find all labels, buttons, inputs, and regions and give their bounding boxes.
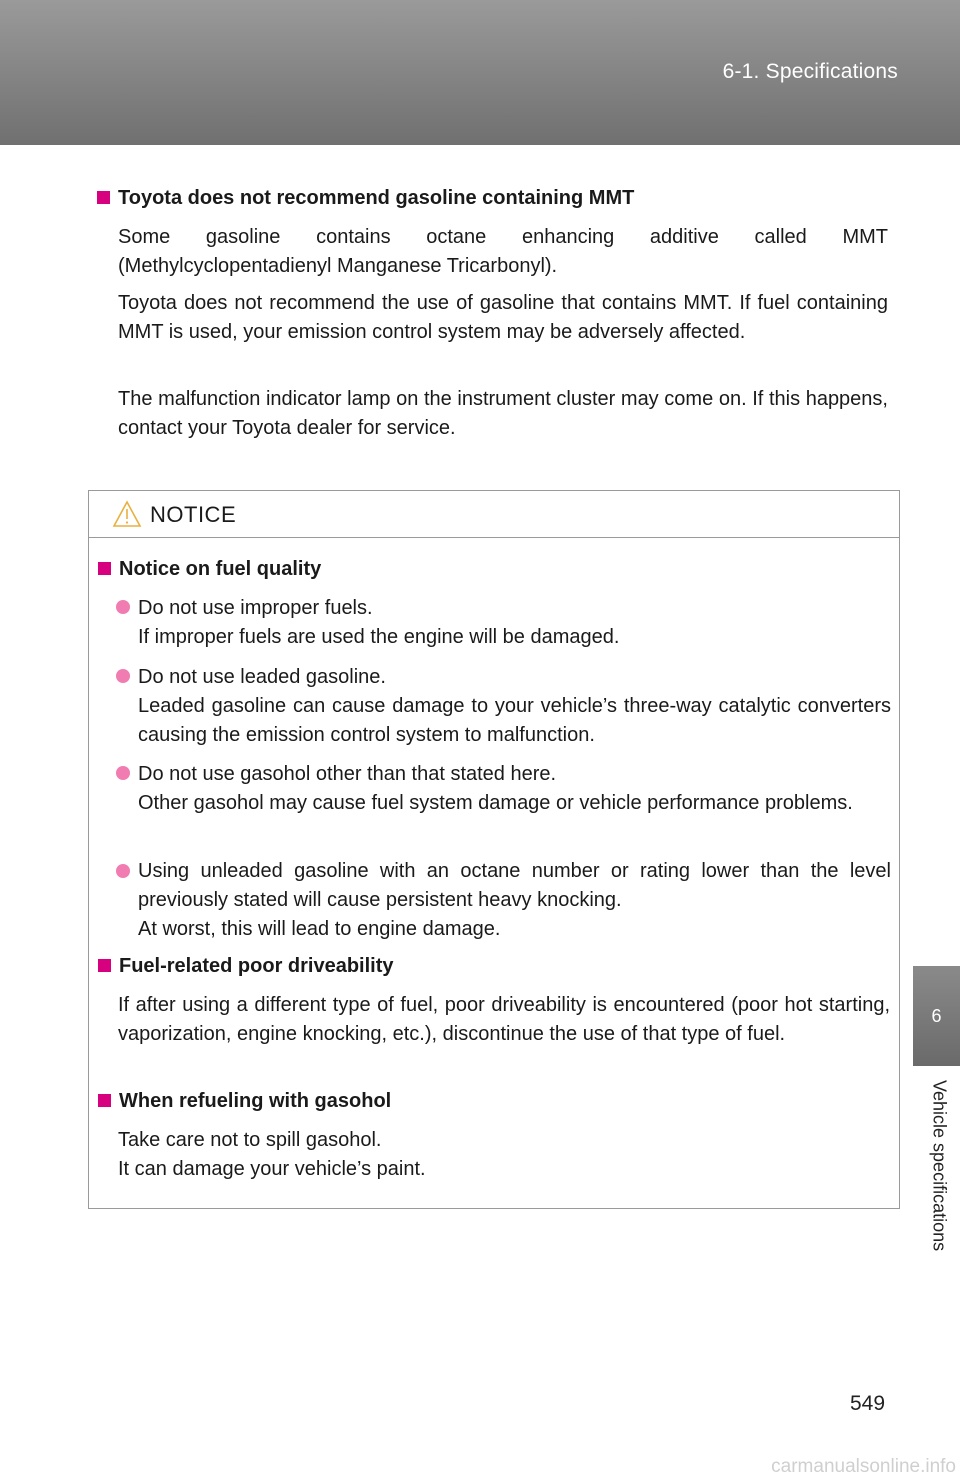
gasohol-line-2: It can damage your vehicle’s paint.: [118, 1158, 426, 1180]
round-bullet-icon: [116, 600, 130, 614]
fuel-quality-heading: Notice on fuel quality: [98, 558, 321, 581]
round-bullet-icon: [116, 864, 130, 878]
section-title: 6-1. Specifications: [722, 60, 898, 83]
mmt-heading-text: Toyota does not recommend gasoline conta…: [118, 187, 635, 209]
mmt-paragraph-1: Some gasoline contains octane enhancing …: [118, 226, 888, 277]
fuel-item-3-text: Other gasohol may cause fuel system dama…: [138, 792, 853, 814]
fuel-item-2: Do not use leaded gasoline. Leaded gasol…: [116, 663, 891, 750]
mmt-heading: Toyota does not recommend gasoline conta…: [97, 187, 634, 210]
driveability-heading-text: Fuel-related poor driveability: [119, 955, 394, 977]
notice-title: NOTICE: [150, 502, 237, 527]
square-bullet-icon: [98, 562, 111, 575]
round-bullet-icon: [116, 766, 130, 780]
fuel-item-3: Do not use gasohol other than that state…: [116, 760, 891, 818]
gasohol-text: Take care not to spill gasohol. It can d…: [118, 1126, 890, 1184]
warning-triangle-icon: [112, 500, 142, 527]
page-header: 6-1. Specifications: [0, 0, 960, 145]
square-bullet-icon: [98, 1094, 111, 1107]
gasohol-heading: When refueling with gasohol: [98, 1090, 391, 1113]
fuel-item-1-text: If improper fuels are used the engine wi…: [138, 626, 620, 648]
mmt-paragraph-3: The malfunction indicator lamp on the in…: [118, 388, 888, 439]
square-bullet-icon: [97, 191, 110, 204]
fuel-item-4-title: Using unleaded gasoline with an octane n…: [138, 860, 891, 911]
chapter-tab[interactable]: 6: [913, 966, 960, 1066]
fuel-item-2-text: Leaded gasoline can cause damage to your…: [138, 695, 891, 746]
watermark: carmanualsonline.info: [771, 1456, 956, 1477]
driveability-text: If after using a different type of fuel,…: [118, 994, 890, 1045]
fuel-item-2-title: Do not use leaded gasoline.: [138, 666, 386, 688]
mmt-paragraph-2: Toyota does not recommend the use of gas…: [118, 292, 888, 343]
square-bullet-icon: [98, 959, 111, 972]
fuel-item-4-text: At worst, this will lead to engine damag…: [138, 918, 501, 940]
gasohol-line-1: Take care not to spill gasohol.: [118, 1129, 382, 1151]
chapter-title: Vehicle specifications: [929, 1080, 950, 1252]
fuel-item-1: Do not use improper fuels. If improper f…: [116, 594, 891, 652]
gasohol-heading-text: When refueling with gasohol: [119, 1090, 392, 1112]
page-number: 549: [850, 1392, 886, 1415]
fuel-quality-heading-text: Notice on fuel quality: [119, 558, 322, 580]
notice-box: NOTICE Notice on fuel quality Do not use…: [88, 490, 900, 1209]
driveability-heading: Fuel-related poor driveability: [98, 955, 394, 978]
notice-header: NOTICE: [89, 491, 899, 538]
fuel-item-4: Using unleaded gasoline with an octane n…: [116, 857, 891, 944]
round-bullet-icon: [116, 669, 130, 683]
fuel-item-3-title: Do not use gasohol other than that state…: [138, 763, 557, 785]
fuel-item-1-title: Do not use improper fuels.: [138, 597, 373, 619]
